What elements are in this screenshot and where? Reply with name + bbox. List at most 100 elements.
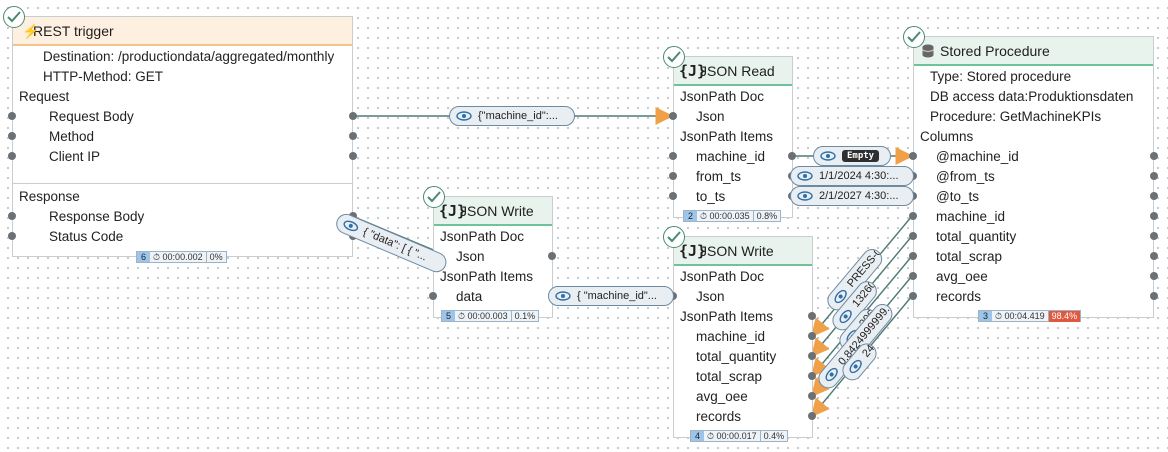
output-port[interactable] [1150, 192, 1158, 200]
port-label: total_quantity [696, 349, 777, 364]
input-port[interactable] [808, 372, 816, 380]
port-row-total-scrap[interactable]: total_scrap [674, 367, 812, 387]
duration: ⏱ 00:00.003 [455, 311, 512, 321]
input-port[interactable] [808, 412, 816, 420]
input-port[interactable] [669, 152, 677, 160]
output-port[interactable] [1150, 292, 1158, 300]
output-port[interactable] [808, 312, 816, 320]
input-port[interactable] [8, 112, 16, 120]
json-write-header[interactable]: {J}JSON Write [434, 197, 552, 226]
port-row-avg-oee[interactable]: avg_oee [914, 267, 1153, 287]
port-row-param-from-ts[interactable]: @from_ts [914, 167, 1153, 187]
output-port[interactable] [1150, 152, 1158, 160]
stored-procedure-node[interactable]: Stored Procedure Type: Stored procedure … [913, 36, 1154, 318]
port-row-request-body[interactable]: Request Body [13, 107, 352, 127]
output-port[interactable] [909, 232, 917, 240]
json-read-header[interactable]: {J}JSON Read [674, 57, 792, 86]
port-row-to-ts[interactable]: to_ts [674, 187, 792, 207]
output-port[interactable] [1150, 272, 1158, 280]
data-preview-to-ts[interactable]: 2/1/2027 4:30:... [790, 186, 914, 206]
request-section: Request [19, 89, 70, 104]
json-write-node-2[interactable]: {J}JSON Write JsonPath Doc Json JsonPath… [673, 236, 813, 438]
output-port[interactable] [548, 252, 556, 260]
data-preview-response-data[interactable]: { "data": [ { "... [333, 210, 450, 276]
port-row-status-code[interactable]: Status Code [13, 227, 352, 247]
json-read-node[interactable]: {J}JSON Read JsonPath Doc Json JsonPath … [673, 56, 793, 218]
output-port[interactable] [788, 152, 796, 160]
port-row-client-ip[interactable]: Client IP [13, 147, 352, 167]
output-port[interactable] [909, 212, 917, 220]
port-row-records[interactable]: records [914, 287, 1153, 307]
port-row-param-to-ts[interactable]: @to_ts [914, 187, 1153, 207]
input-port[interactable] [8, 232, 16, 240]
output-port[interactable] [909, 252, 917, 260]
output-port[interactable] [349, 152, 357, 160]
data-preview-from-ts[interactable]: 1/1/2024 4:30:... [790, 166, 914, 186]
json-write-header[interactable]: {J}JSON Write [674, 237, 812, 266]
response-section: Response [19, 189, 80, 204]
eye-icon [797, 171, 813, 181]
output-port[interactable] [909, 272, 917, 280]
database-icon [922, 44, 934, 58]
data-preview-out-total-quantity[interactable]: 13260 [828, 277, 881, 335]
port-row-data[interactable]: data [434, 287, 552, 307]
port-row-total-quantity[interactable]: total_quantity [914, 227, 1153, 247]
output-port[interactable] [1150, 252, 1158, 260]
port-row-machine-id[interactable]: machine_id [674, 327, 812, 347]
data-preview-machine-id[interactable]: Empty [813, 146, 891, 166]
duration: ⏱ 00:00.035 [697, 211, 754, 221]
port-row-json[interactable]: Json [674, 107, 792, 127]
port-row-total-quantity[interactable]: total_quantity [674, 347, 812, 367]
rest-trigger-header[interactable]: ⚡ REST trigger [13, 17, 352, 46]
output-port[interactable] [1150, 212, 1158, 220]
time-percent: 98.4% [1048, 310, 1081, 322]
stored-procedure-header[interactable]: Stored Procedure [914, 37, 1153, 66]
rest-trigger-icon: ⚡ [22, 23, 40, 39]
port-row-param-machine-id[interactable]: @machine_id [914, 147, 1153, 167]
input-port[interactable] [429, 292, 437, 300]
input-port[interactable] [8, 152, 16, 160]
port-row-avg-oee[interactable]: avg_oee [674, 387, 812, 407]
input-port[interactable] [669, 112, 677, 120]
port-label: machine_id [696, 149, 766, 164]
input-port[interactable] [8, 132, 16, 140]
input-port[interactable] [808, 332, 816, 340]
port-row-from-ts[interactable]: from_ts [674, 167, 792, 187]
output-port[interactable] [349, 112, 357, 120]
port-row-machine-id[interactable]: machine_id [914, 207, 1153, 227]
data-preview-write-data[interactable]: { "machine_id"... [548, 286, 674, 306]
json-write-node-1[interactable]: {J}JSON Write JsonPath Doc Json JsonPath… [433, 196, 553, 318]
port-row-method[interactable]: Method [13, 127, 352, 147]
data-preview-out-machine-id[interactable]: PRESS-01 [823, 244, 887, 315]
port-row-machine-id[interactable]: machine_id [674, 147, 792, 167]
port-label: Json [456, 249, 485, 264]
output-port[interactable] [909, 292, 917, 300]
port-label: @from_ts [936, 169, 995, 184]
input-port[interactable] [909, 152, 917, 160]
input-port[interactable] [808, 392, 816, 400]
input-port[interactable] [669, 192, 677, 200]
port-row-json[interactable]: Json [674, 287, 812, 307]
data-preview-out-records[interactable]: 24 [838, 339, 881, 385]
rest-trigger-node[interactable]: ⚡ REST trigger Destination: /productiond… [12, 16, 353, 257]
port-label: Status Code [49, 229, 124, 244]
port-row-total-scrap[interactable]: total_scrap [914, 247, 1153, 267]
input-port[interactable] [669, 172, 677, 180]
port-row-json[interactable]: Json [434, 247, 552, 267]
input-port[interactable] [8, 212, 16, 220]
port-label: records [936, 289, 982, 304]
data-preview-out-avg-oee[interactable]: 0.8424999999... [814, 299, 897, 393]
port-row-response-body[interactable]: Response Body [13, 207, 352, 227]
output-port[interactable] [1150, 232, 1158, 240]
success-check-icon [423, 186, 445, 208]
port-label: machine_id [696, 329, 766, 344]
output-port[interactable] [349, 132, 357, 140]
input-port[interactable] [808, 352, 816, 360]
data-preview-request-body[interactable]: {"machine_id":... [449, 106, 575, 126]
port-label: Json [696, 109, 725, 124]
eye-icon [820, 151, 836, 161]
port-row-records[interactable]: records [674, 407, 812, 427]
eye-icon [839, 309, 852, 324]
output-port[interactable] [1150, 172, 1158, 180]
